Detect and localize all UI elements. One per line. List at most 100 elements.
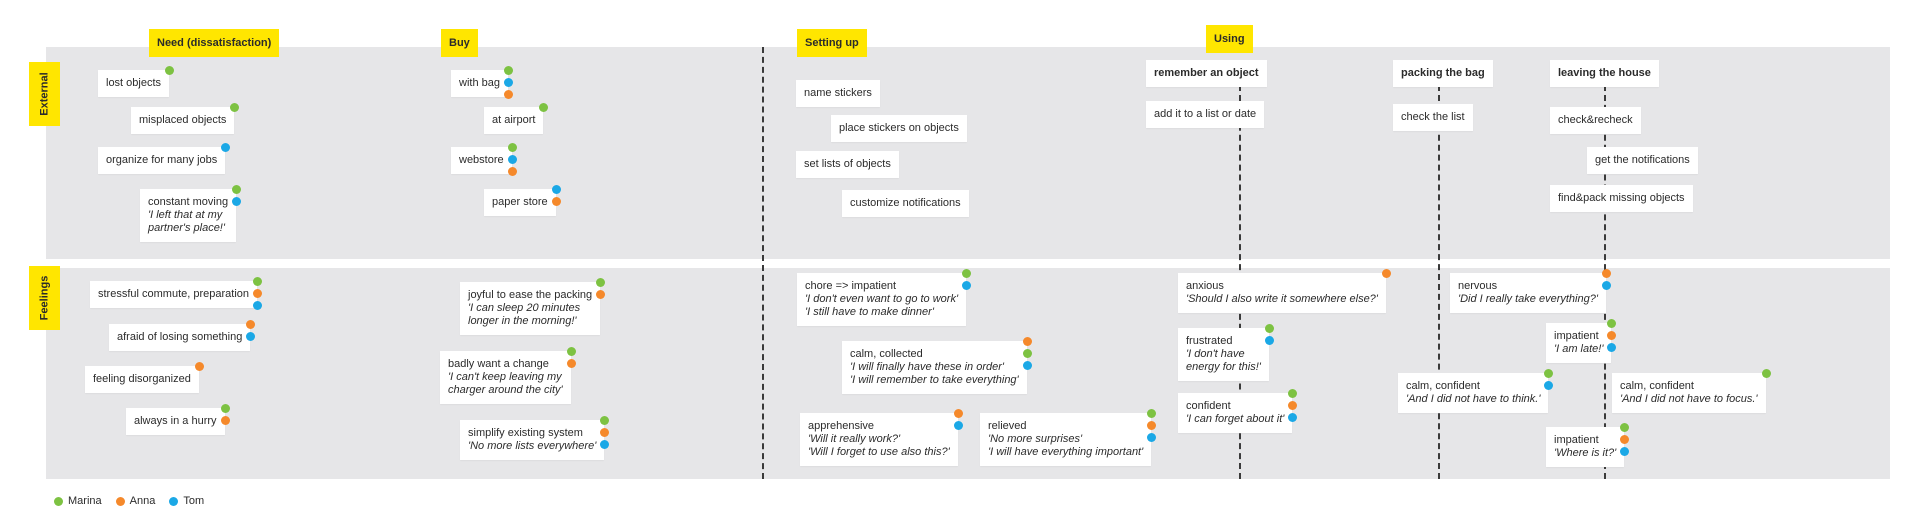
feeling-card[interactable]: stressful commute, preparation [90, 281, 258, 308]
card-quote: 'No more lists everywhere' [468, 440, 597, 452]
persona-dots [600, 416, 609, 449]
persona-dots [504, 66, 513, 99]
anna-dot-icon [1607, 331, 1616, 340]
card-title: chore => impatient [805, 280, 897, 292]
marina-dot-icon [1544, 369, 1553, 378]
marina-dot-icon [567, 347, 576, 356]
anna-dot-icon [567, 359, 576, 368]
external-card[interactable]: add it to a list or date [1146, 101, 1265, 128]
card-title: feeling disorganized [93, 373, 191, 385]
feeling-card[interactable]: impatient'I am late!' [1546, 323, 1612, 363]
external-card[interactable]: set lists of objects [796, 151, 899, 178]
external-card[interactable]: remember an object [1146, 60, 1267, 87]
card-quote: energy for this!' [1186, 361, 1261, 373]
card-title: constant moving [148, 196, 229, 208]
persona-dots [1762, 369, 1771, 378]
external-card[interactable]: paper store [484, 189, 556, 216]
feeling-card[interactable]: calm, confident'And I did not have to th… [1398, 373, 1549, 413]
external-card[interactable]: name stickers [796, 80, 880, 107]
stage-using: Using [1206, 25, 1253, 53]
feeling-card[interactable]: apprehensive'Will it really work?''Will … [800, 413, 958, 466]
card-title: badly want a change [448, 358, 549, 370]
persona-dots [1607, 319, 1616, 352]
row-label-feelings: Feelings [29, 266, 60, 330]
card-quote: 'I still have to make dinner' [805, 306, 934, 318]
card-title: paper store [492, 196, 548, 208]
feeling-card[interactable]: feeling disorganized [85, 366, 199, 393]
external-card[interactable]: leaving the house [1550, 60, 1659, 87]
card-title: organize for many jobs [106, 154, 218, 166]
external-card[interactable]: misplaced objects [131, 107, 235, 134]
feeling-card[interactable]: chore => impatient'I don't even want to … [797, 273, 967, 326]
external-card[interactable]: packing the bag [1393, 60, 1493, 87]
anna-dot-icon [954, 409, 963, 418]
external-card[interactable]: with bag [451, 70, 508, 97]
feeling-card[interactable]: calm, collected'I will finally have thes… [842, 341, 1027, 394]
card-title: find&pack missing objects [1558, 192, 1685, 204]
feeling-card[interactable]: joyful to ease the packing'I can sleep 2… [460, 282, 601, 335]
external-card[interactable]: organize for many jobs [98, 147, 226, 174]
persona-dots [1265, 324, 1274, 345]
external-card[interactable]: customize notifications [842, 190, 969, 217]
tom-dot-icon [253, 301, 262, 310]
tom-dot-icon [552, 185, 561, 194]
feeling-card[interactable]: nervous'Did I really take everything?' [1450, 273, 1606, 313]
external-card[interactable]: lost objects [98, 70, 170, 97]
anna-dot-icon [596, 290, 605, 299]
tom-dot-icon [508, 155, 517, 164]
external-card[interactable]: webstore [451, 147, 512, 174]
feeling-card[interactable]: badly want a change'I can't keep leaving… [440, 351, 571, 404]
external-card[interactable]: get the notifications [1587, 147, 1698, 174]
feeling-card[interactable]: confident'I can forget about it' [1178, 393, 1293, 433]
card-title: stressful commute, preparation [98, 288, 250, 300]
external-card[interactable]: at airport [484, 107, 544, 134]
anna-dot-icon [253, 289, 262, 298]
persona-dots [195, 362, 204, 371]
feeling-card[interactable]: always in a hurry [126, 408, 225, 435]
card-title: packing the bag [1401, 67, 1485, 79]
feeling-card[interactable]: simplify existing system'No more lists e… [460, 420, 605, 460]
card-quote: 'I left that at my [148, 209, 223, 221]
external-card[interactable]: check the list [1393, 104, 1473, 131]
legend-item-anna: Anna [115, 495, 155, 507]
card-title: remember an object [1154, 67, 1259, 79]
persona-dots [230, 103, 239, 112]
tom-dot-icon [1607, 343, 1616, 352]
persona-dots [165, 66, 174, 75]
card-quote: 'I don't even want to go to work' [805, 293, 959, 305]
persona-dots [221, 404, 230, 425]
anna-dot-icon [1602, 269, 1611, 278]
feeling-card[interactable]: relieved'No more surprises''I will have … [980, 413, 1152, 466]
legend-label: Marina [68, 495, 102, 507]
feeling-card[interactable]: impatient'Where is it?' [1546, 427, 1625, 467]
card-title: calm, confident [1406, 380, 1480, 392]
card-quote: 'Did I really take everything?' [1458, 293, 1598, 305]
persona-dots [1023, 337, 1032, 370]
anna-dot-icon [552, 197, 561, 206]
feeling-card[interactable]: afraid of losing something [109, 324, 251, 351]
external-card[interactable]: find&pack missing objects [1550, 185, 1693, 212]
external-card[interactable]: place stickers on objects [831, 115, 967, 142]
marina-dot-icon [962, 269, 971, 278]
stage-divider-setup [762, 47, 764, 479]
card-title: impatient [1554, 434, 1599, 446]
marina-dot-icon [539, 103, 548, 112]
marina-dot-icon [232, 185, 241, 194]
marina-dot-icon [600, 416, 609, 425]
feeling-card[interactable]: anxious'Should I also write it somewhere… [1178, 273, 1386, 313]
timeline-packing [1438, 85, 1440, 479]
marina-dot-icon [596, 278, 605, 287]
external-card[interactable]: check&recheck [1550, 107, 1641, 134]
card-quote: partner's place!' [148, 222, 225, 234]
persona-dots [221, 143, 230, 152]
feeling-card[interactable]: calm, confident'And I did not have to fo… [1612, 373, 1766, 413]
tom-dot-icon [1288, 413, 1297, 422]
card-quote: 'I will have everything important' [988, 446, 1144, 458]
anna-dot-icon [246, 320, 255, 329]
legend-item-tom: Tom [169, 495, 204, 507]
tom-dot-icon [1544, 381, 1553, 390]
card-quote: 'I can't keep leaving my [448, 371, 562, 383]
tom-dot-icon [1620, 447, 1629, 456]
